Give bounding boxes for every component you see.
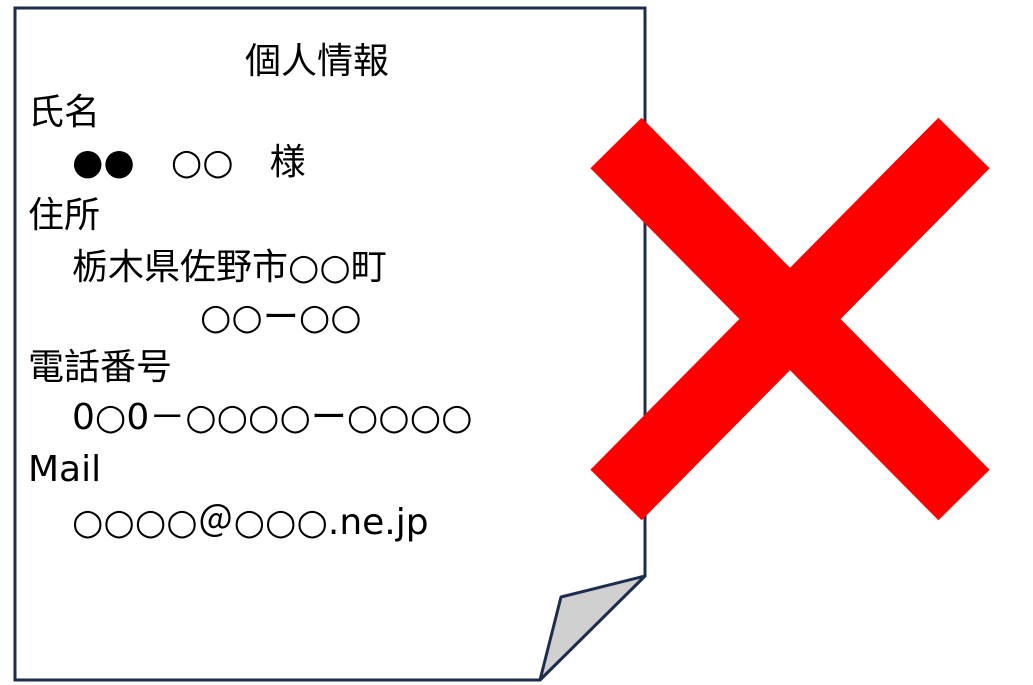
mail-label: Mail xyxy=(28,449,102,490)
address-label: 住所 xyxy=(28,195,101,236)
address-line2: ○○ー○○ xyxy=(200,297,362,338)
name-label: 氏名 xyxy=(28,92,101,133)
folded-corner-icon xyxy=(538,574,647,682)
mail-value: ○○○○＠○○○.ne.jp xyxy=(72,502,429,543)
name-value: ●● ○○ 様 xyxy=(72,142,306,183)
phone-label: 電話番号 xyxy=(28,347,173,388)
paper-sheet xyxy=(13,6,647,682)
cross-stroke-2 xyxy=(590,117,990,521)
document-title: 個人情報 xyxy=(245,41,390,82)
phone-value: 0○0－○○○○ー○○○○ xyxy=(72,397,473,438)
cross-mark-icon xyxy=(590,117,990,521)
address-line1: 栃木県佐野市○○町 xyxy=(72,247,387,288)
